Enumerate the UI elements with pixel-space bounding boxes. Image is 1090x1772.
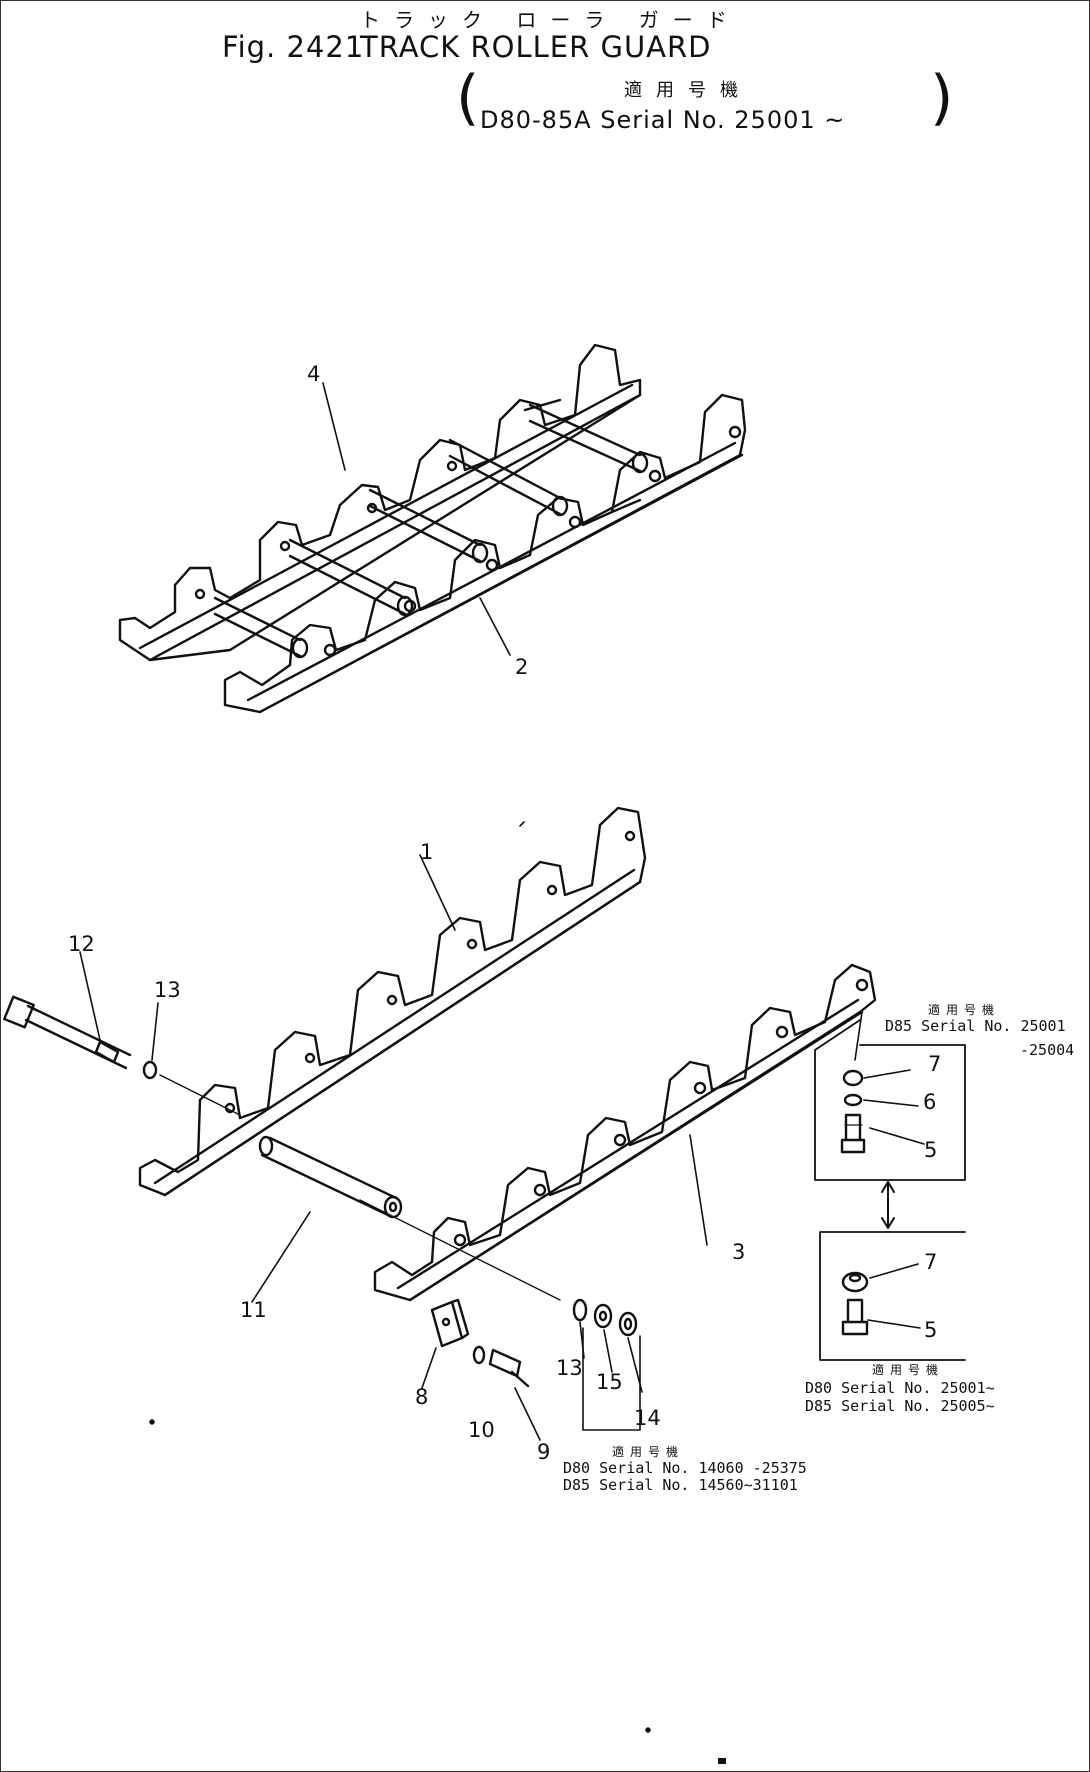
leader-2 <box>479 597 511 656</box>
note-bracket-line1: D80 Serial No. 14060 -25375 <box>563 1459 807 1477</box>
note-bracket-line2: D85 Serial No. 14560~31101 <box>563 1476 798 1494</box>
callout-3: 3 <box>732 1240 746 1264</box>
callout-7-top: 7 <box>928 1052 942 1076</box>
callout-8: 8 <box>415 1385 429 1409</box>
nut-7-top <box>842 1069 864 1087</box>
callout-9: 9 <box>537 1440 551 1464</box>
callout-11: 11 <box>240 1298 267 1322</box>
callout-6: 6 <box>923 1090 937 1114</box>
left-paren: ( <box>456 63 480 133</box>
note-bottom-line1: D80 Serial No. 25001~ <box>805 1379 995 1397</box>
detail-box-bottom <box>819 1231 966 1361</box>
applicability-label: 適用号機 <box>624 80 752 101</box>
interchange-arrow <box>881 1181 895 1229</box>
detail-box-top <box>814 1019 966 1181</box>
callout-13-right: 13 <box>556 1356 583 1380</box>
lower-rail-3 <box>373 963 877 1302</box>
callout-7-bottom: 7 <box>924 1250 938 1274</box>
figure-number: Fig. 2421 <box>222 30 365 64</box>
figure-title: TRACK ROLLER GUARD <box>360 30 712 64</box>
leader-4 <box>322 382 346 471</box>
note-top-line2: -25004 <box>1020 1041 1075 1059</box>
callout-15: 15 <box>596 1370 623 1394</box>
note-bottom-jp: 適用号機 <box>872 1363 945 1377</box>
long-bolt-12 <box>3 995 132 1070</box>
applicability-serial: D80-85A Serial No. 25001 ~ <box>480 106 846 134</box>
washer-6-top <box>843 1093 863 1107</box>
nut-7-bottom <box>841 1271 869 1293</box>
title-katakana: トラック ローラ ガード <box>360 8 741 32</box>
washer-13-right <box>572 1298 588 1322</box>
callout-1: 1 <box>420 840 434 864</box>
bolt-5-top <box>840 1113 866 1154</box>
lower-rail-1 <box>138 806 647 1197</box>
callout-10: 10 <box>468 1418 495 1442</box>
nut-14 <box>618 1311 638 1337</box>
bolt-5-bottom <box>841 1298 869 1336</box>
lower-guard-assembly <box>138 806 877 1302</box>
assembly-centerline <box>159 1074 561 1301</box>
upper-front-rail <box>223 393 747 714</box>
bolt-9 <box>488 1348 530 1388</box>
washer-13-left <box>142 1060 158 1080</box>
block-8 <box>430 1298 470 1348</box>
note-top-jp: 適用号機 <box>928 1003 1001 1017</box>
upper-back-rail <box>118 343 642 662</box>
washer-10 <box>472 1345 486 1365</box>
callout-2: 2 <box>515 655 529 679</box>
note-bottom-line2: D85 Serial No. 25005~ <box>805 1397 995 1415</box>
note-bracket-jp: 適用号機 <box>612 1445 685 1459</box>
callout-12: 12 <box>68 932 95 956</box>
upper-guard-assembly <box>118 343 747 714</box>
callout-13-left: 13 <box>154 978 181 1002</box>
note-top-line1: D85 Serial No. 25001 <box>885 1017 1066 1035</box>
upper-cross-tubes <box>213 398 649 659</box>
spacer-tube-11 <box>258 1135 403 1219</box>
washer-15 <box>593 1303 613 1329</box>
callout-14: 14 <box>634 1406 661 1430</box>
callout-leaders <box>79 854 925 1441</box>
right-paren: ) <box>930 63 954 133</box>
callout-4: 4 <box>307 362 321 386</box>
callout-5-top: 5 <box>924 1138 938 1162</box>
callout-5-bottom: 5 <box>924 1318 938 1342</box>
